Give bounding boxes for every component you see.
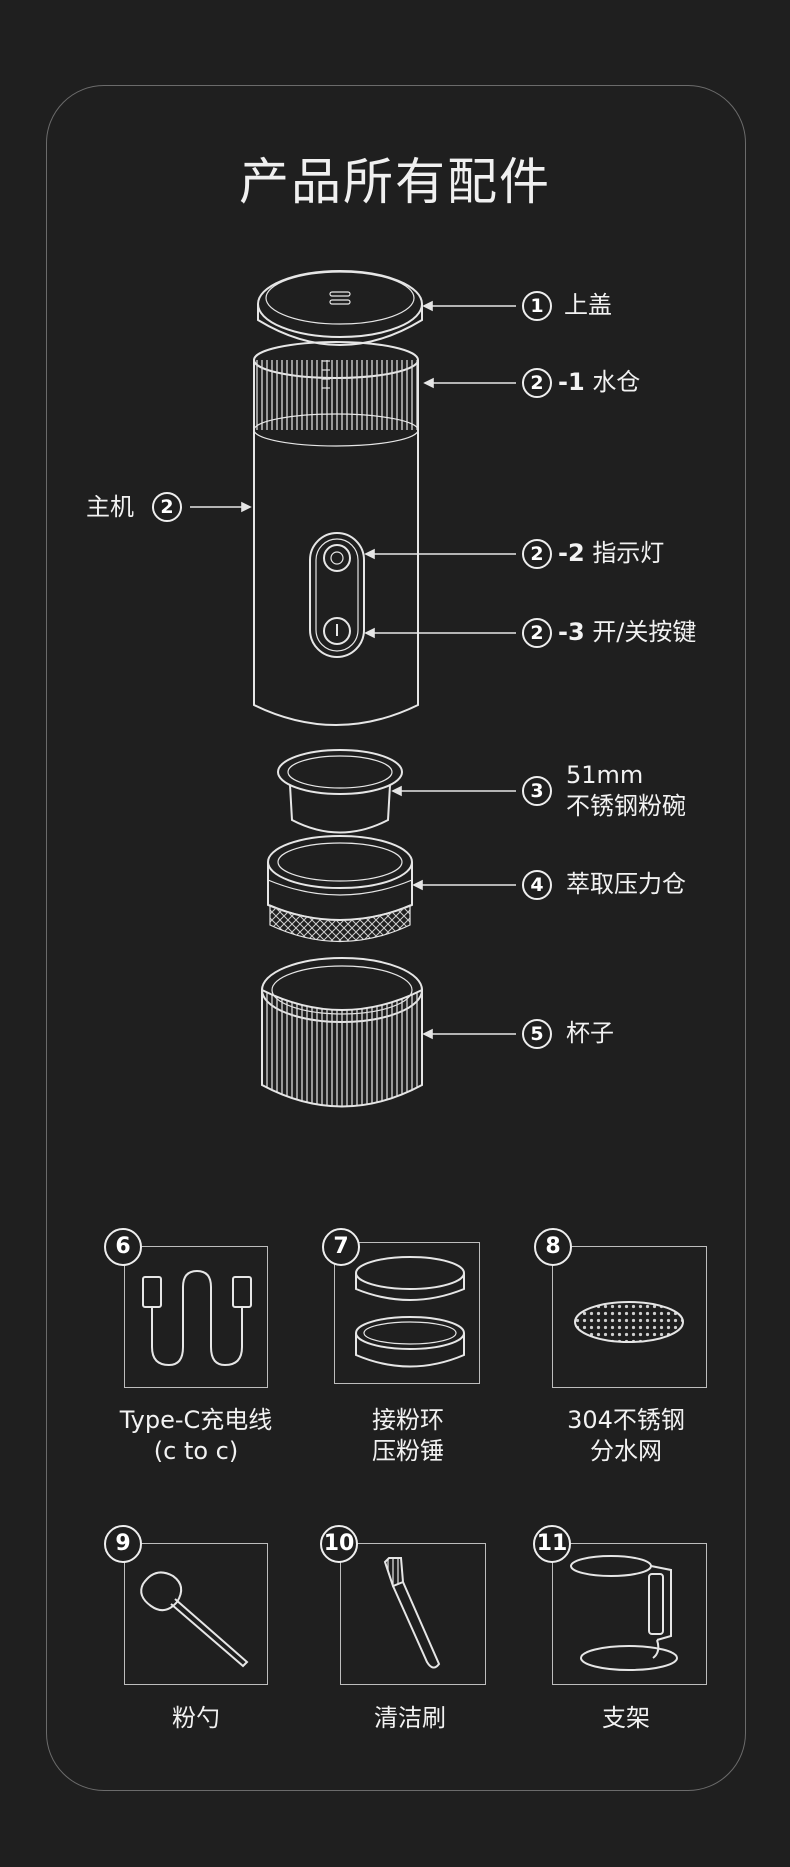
accessory-line1: 清洁刷 xyxy=(310,1703,510,1734)
callout-label: -3 开/关按键 xyxy=(558,617,696,647)
callout-suffix: -3 xyxy=(558,618,585,646)
callout-text: 指示灯 xyxy=(592,539,664,567)
accessory-caption: 304不锈钢 分水网 xyxy=(526,1405,726,1467)
accessory-line1: 支架 xyxy=(526,1703,726,1734)
accessory-line1: 304不锈钢 xyxy=(526,1405,726,1436)
callout-suffix: -1 xyxy=(558,368,585,396)
shower-screen-icon xyxy=(553,1247,708,1389)
accessory-card-8 xyxy=(552,1246,707,1388)
main-unit-label: 主机 xyxy=(86,492,134,522)
callout-badge: 4 xyxy=(522,870,552,900)
accessory-line1: 接粉环 xyxy=(308,1405,508,1436)
accessory-card-9 xyxy=(124,1543,268,1685)
usb-c-cable-icon xyxy=(125,1247,269,1389)
pressure-chamber-icon xyxy=(268,836,412,942)
dosing-ring-tamper-icon xyxy=(335,1243,481,1385)
accessory-caption: 粉勺 xyxy=(96,1703,296,1734)
accessory-line2: (c to c) xyxy=(96,1436,296,1467)
callout-label: -2 指示灯 xyxy=(558,538,664,568)
callout-label: 萃取压力仓 xyxy=(566,869,686,899)
cleaning-brush-icon xyxy=(341,1544,487,1686)
callout-badge: 2 xyxy=(522,539,552,569)
accessory-badge: 11 xyxy=(533,1525,571,1563)
callout-text: 开/关按键 xyxy=(592,618,696,646)
accessory-card-10 xyxy=(340,1543,486,1685)
accessory-line2: 压粉锤 xyxy=(308,1436,508,1467)
stand-icon xyxy=(553,1544,708,1686)
accessory-card-11 xyxy=(552,1543,707,1685)
callout-text: 水仓 xyxy=(592,368,640,396)
accessory-line1: Type-C充电线 xyxy=(96,1405,296,1436)
accessory-line1: 粉勺 xyxy=(96,1703,296,1734)
accessory-badge: 10 xyxy=(320,1525,358,1563)
callout-label: 上盖 xyxy=(564,290,612,320)
accessory-caption: Type-C充电线 (c to c) xyxy=(96,1405,296,1467)
accessory-badge: 6 xyxy=(104,1228,142,1266)
main-unit-badge: 2 xyxy=(152,492,182,522)
callout-badge: 1 xyxy=(522,291,552,321)
accessory-caption: 接粉环 压粉锤 xyxy=(308,1405,508,1467)
coffee-scoop-icon xyxy=(125,1544,269,1686)
callout-badge: 5 xyxy=(522,1019,552,1049)
accessory-badge: 8 xyxy=(534,1228,572,1266)
main-body-icon xyxy=(254,342,418,725)
callout-text: 上盖 xyxy=(564,291,612,319)
accessory-line2: 分水网 xyxy=(526,1436,726,1467)
callout-label: 杯子 xyxy=(566,1018,614,1048)
callout-label: -1 水仓 xyxy=(558,367,640,397)
accessory-card-7 xyxy=(334,1242,480,1384)
accessory-card-6 xyxy=(124,1246,268,1388)
callout-label-2: 不锈钢粉碗 xyxy=(566,791,686,821)
lid-icon xyxy=(258,271,422,345)
accessory-caption: 支架 xyxy=(526,1703,726,1734)
powder-bowl-icon xyxy=(278,750,402,833)
callout-badge: 3 xyxy=(522,776,552,806)
callout-badge: 2 xyxy=(522,368,552,398)
accessory-caption: 清洁刷 xyxy=(310,1703,510,1734)
callout-badge: 2 xyxy=(522,618,552,648)
callout-suffix: -2 xyxy=(558,539,585,567)
accessory-badge: 9 xyxy=(104,1525,142,1563)
cup-icon xyxy=(262,958,422,1107)
callout-label: 51mm xyxy=(566,760,643,790)
accessory-badge: 7 xyxy=(322,1228,360,1266)
